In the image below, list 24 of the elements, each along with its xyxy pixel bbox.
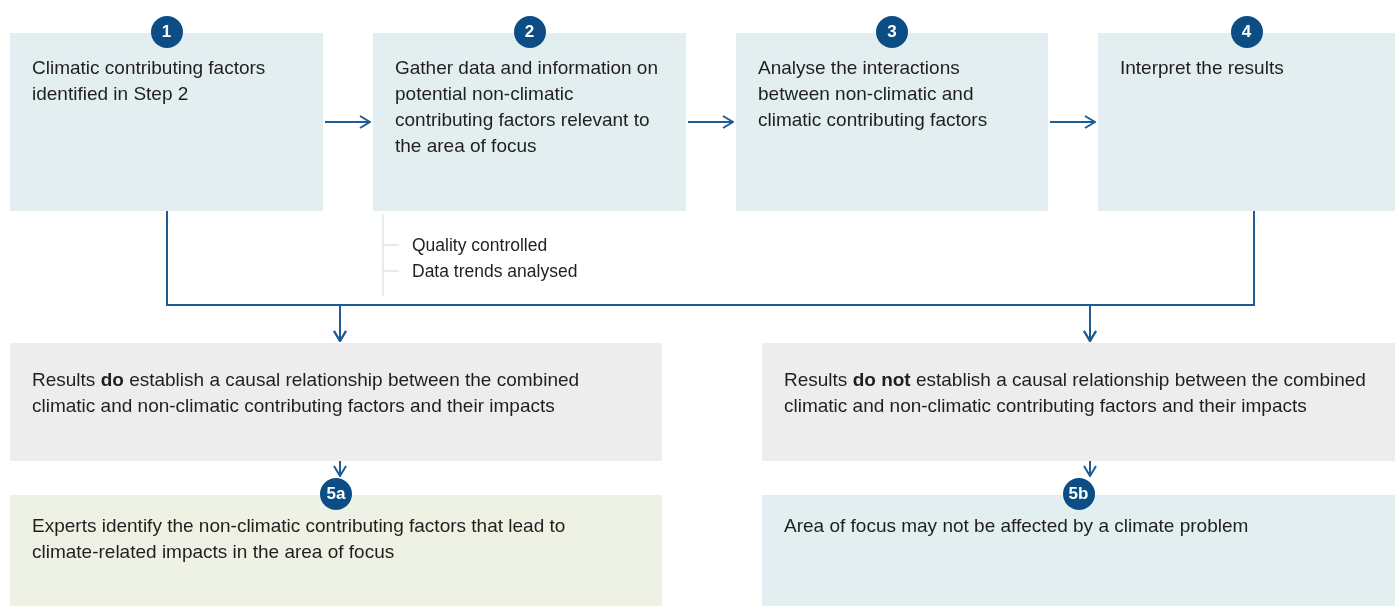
step-number: 4 bbox=[1230, 16, 1263, 48]
step-text: Area of focus may not be affected by a climate problem bbox=[784, 514, 1250, 538]
arrow bbox=[324, 115, 371, 129]
step-text: Experts identify the non-climatic contributing factors that lead to climate-related impacts in the area of focus bbox=[32, 514, 567, 564]
step-number: 5a bbox=[320, 478, 352, 510]
step-number: 1 bbox=[150, 16, 183, 48]
step-text: Results do establish a causal relationship between the combined climatic and non-climatic contributing factors and their impacts bbox=[32, 368, 581, 418]
arrow bbox=[1049, 115, 1096, 129]
arrow bbox=[333, 460, 347, 477]
step-text: Interpret the results bbox=[1120, 56, 1285, 80]
note-text: Data trends analysed bbox=[412, 260, 578, 283]
step-text: Analyse the interactions between non-climatic and climatic contributing factors bbox=[758, 56, 989, 132]
step-number: 3 bbox=[876, 16, 908, 48]
arrow bbox=[687, 115, 734, 129]
step-text: Climatic contributing factors identified in Step 2 bbox=[32, 56, 267, 106]
step-text: Gather data and information on potential non-climatic contributing factors relevant to the area of focus bbox=[395, 56, 659, 158]
arrow bbox=[1083, 210, 1255, 342]
result-box bbox=[10, 343, 662, 461]
arrow bbox=[1083, 460, 1097, 477]
note-text: Quality controlled bbox=[412, 234, 548, 257]
step-number: 5b bbox=[1062, 478, 1095, 510]
result-box bbox=[762, 343, 1395, 461]
step-number: 2 bbox=[513, 16, 546, 48]
step-text: Results do not establish a causal relationship between the combined climatic and non-climatic contributing factors and their impacts bbox=[784, 368, 1367, 418]
